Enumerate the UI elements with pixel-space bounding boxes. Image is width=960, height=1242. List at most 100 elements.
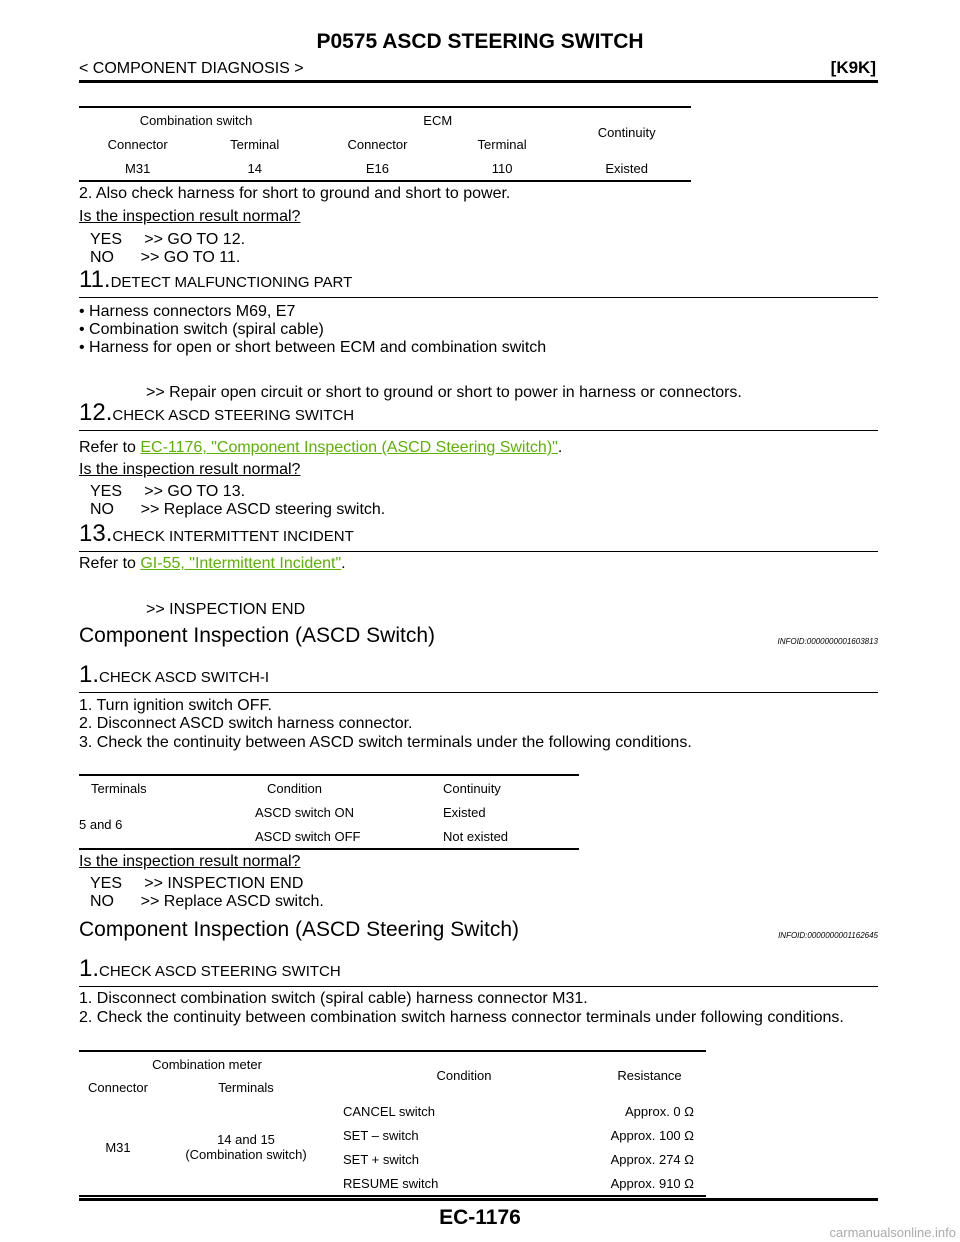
action-text: >> INSPECTION END bbox=[146, 601, 306, 618]
period: . bbox=[557, 439, 563, 456]
table-row: ASCD switch OFF Not existed bbox=[79, 824, 579, 848]
table-header: Connector bbox=[347, 137, 408, 152]
table-header: Continuity bbox=[597, 125, 656, 140]
step-number: 13. bbox=[79, 520, 113, 547]
table-header: Terminals bbox=[218, 1080, 274, 1095]
page-number: EC-1176 bbox=[439, 1206, 521, 1229]
step-number: 1. bbox=[79, 661, 100, 688]
step-title: CHECK ASCD STEERING SWITCH bbox=[112, 407, 355, 424]
page-title: P0575 ASCD STEERING SWITCH bbox=[316, 30, 644, 53]
step-heading-ci1: 1.CHECK ASCD SWITCH-I bbox=[79, 661, 269, 689]
terminals-line: (Combination switch) bbox=[185, 1147, 307, 1162]
reference-line: Refer to EC-1176, "Component Inspection … bbox=[79, 438, 562, 457]
no-branch: NO >> Replace ASCD steering switch. bbox=[90, 501, 386, 518]
terminals-line: 14 and 15 bbox=[217, 1132, 275, 1147]
table-cell: 5 and 6 bbox=[79, 816, 123, 832]
step-rule bbox=[79, 297, 878, 298]
table-cell: Not existed bbox=[443, 828, 509, 844]
table-row: M31 14 and 15 (Combination switch) CANCE… bbox=[79, 1099, 706, 1163]
table-cell: Existed bbox=[443, 804, 486, 820]
no-branch: NO >> Replace ASCD switch. bbox=[90, 893, 324, 910]
model-code: [K9K] bbox=[830, 58, 876, 77]
step-heading-11: 11.DETECT MALFUNCTIONING PART bbox=[79, 266, 352, 294]
table-cell: 14 bbox=[247, 161, 262, 176]
instruction-step: 1. Turn ignition switch OFF. bbox=[79, 697, 272, 714]
table-header: Resistance bbox=[617, 1068, 682, 1083]
instruction-step: 3. Check the continuity between ASCD swi… bbox=[79, 734, 692, 751]
table-header: Connector bbox=[88, 1080, 148, 1095]
step-title: CHECK INTERMITTENT INCIDENT bbox=[112, 528, 354, 545]
step-heading-13: 13.CHECK INTERMITTENT INCIDENT bbox=[79, 520, 354, 548]
continuity-table-ecm: Combination switch ECM Continuity Connec… bbox=[79, 106, 691, 182]
section-heading: Component Inspection (ASCD Steering Swit… bbox=[79, 918, 520, 941]
refer-label: Refer to bbox=[79, 439, 141, 456]
instruction-step: 1. Disconnect combination switch (spiral… bbox=[79, 990, 588, 1007]
yes-branch: YES >> GO TO 12. bbox=[90, 231, 246, 248]
reference-line: Refer to GI-55, "Intermittent Incident". bbox=[79, 554, 346, 573]
table-cell: Approx. 274 Ω bbox=[610, 1151, 694, 1167]
step-rule bbox=[79, 430, 878, 431]
refer-label: Refer to bbox=[79, 555, 141, 572]
result-question: Is the inspection result normal? bbox=[79, 461, 301, 478]
table-header: Combination meter bbox=[152, 1056, 262, 1072]
instruction-step: 2. Also check harness for short to groun… bbox=[79, 185, 511, 202]
list-item: • Combination switch (spiral cable) bbox=[79, 321, 324, 338]
step-number: 12. bbox=[79, 399, 113, 426]
table-cell: ASCD switch OFF bbox=[255, 828, 361, 844]
result-question: Is the inspection result normal? bbox=[79, 208, 301, 225]
step-number: 11. bbox=[79, 266, 111, 293]
step-rule bbox=[79, 986, 878, 987]
section-heading: Component Inspection (ASCD Switch) bbox=[79, 624, 435, 647]
section-label: < COMPONENT DIAGNOSIS > bbox=[79, 60, 304, 77]
table-cell: Existed bbox=[605, 161, 648, 176]
action-text: >> Repair open circuit or short to groun… bbox=[146, 384, 742, 401]
step-title: CHECK ASCD STEERING SWITCH bbox=[99, 963, 341, 980]
step-title: CHECK ASCD SWITCH-I bbox=[99, 669, 270, 686]
table-cell: RESUME switch bbox=[343, 1175, 439, 1191]
table-header: Condition bbox=[267, 780, 322, 796]
table-cell: SET + switch bbox=[343, 1151, 419, 1167]
table-cell: SET – switch bbox=[343, 1127, 419, 1143]
steering-switch-resistance-table: Combination meter Condition Resistance C… bbox=[79, 1050, 706, 1197]
step-title: DETECT MALFUNCTIONING PART bbox=[110, 274, 353, 291]
step-heading-12: 12.CHECK ASCD STEERING SWITCH bbox=[79, 399, 354, 427]
yes-branch: YES >> GO TO 13. bbox=[90, 483, 246, 500]
table-cell: ASCD switch ON bbox=[255, 804, 354, 820]
table-header: Terminal bbox=[477, 137, 527, 152]
table-cell: 14 and 15 (Combination switch) bbox=[157, 1099, 335, 1195]
info-id: INFOID:0000000001162645 bbox=[778, 931, 878, 940]
table-row: M31 14 E16 110 Existed bbox=[79, 157, 691, 180]
table-cell: Approx. 100 Ω bbox=[610, 1127, 694, 1143]
table-cell: E16 bbox=[365, 161, 390, 176]
instruction-step: 2. Check the continuity between combinat… bbox=[79, 1009, 844, 1026]
step-heading-ci2: 1.CHECK ASCD STEERING SWITCH bbox=[79, 955, 341, 983]
reference-link[interactable]: GI-55, "Intermittent Incident" bbox=[140, 555, 342, 572]
table-cell: CANCEL switch bbox=[343, 1103, 435, 1119]
reference-link[interactable]: EC-1176, "Component Inspection (ASCD Ste… bbox=[140, 439, 558, 456]
step-rule bbox=[79, 551, 878, 552]
header-rule bbox=[79, 80, 878, 83]
period: . bbox=[341, 555, 346, 572]
table-cell: M31 bbox=[125, 161, 151, 176]
table-header: Combination switch bbox=[139, 112, 253, 128]
footer-rule bbox=[79, 1198, 878, 1201]
table-cell: M31 bbox=[105, 1139, 131, 1155]
table-cell: 110 bbox=[491, 161, 513, 176]
result-question: Is the inspection result normal? bbox=[79, 853, 301, 870]
instruction-step: 2. Disconnect ASCD switch harness connec… bbox=[79, 715, 413, 732]
list-item: • Harness for open or short between ECM … bbox=[79, 339, 547, 356]
table-header: Condition bbox=[436, 1068, 492, 1083]
table-row: SET – switch Approx. 100 Ω bbox=[79, 1123, 706, 1147]
info-id: INFOID:0000000001603813 bbox=[777, 637, 878, 646]
yes-branch: YES >> INSPECTION END bbox=[90, 875, 304, 892]
table-header: ECM bbox=[423, 112, 453, 128]
table-header: Terminal bbox=[230, 137, 280, 152]
table-row: SET + switch Approx. 274 Ω bbox=[79, 1147, 706, 1171]
table-row: RESUME switch Approx. 910 Ω bbox=[79, 1171, 706, 1195]
step-rule bbox=[79, 692, 878, 693]
table-header: Connector bbox=[107, 137, 168, 152]
table-cell: Approx. 910 Ω bbox=[610, 1175, 694, 1191]
table-cell: Approx. 0 Ω bbox=[625, 1103, 694, 1119]
no-branch: NO >> GO TO 11. bbox=[90, 249, 241, 266]
watermark: carmanualsonline.info bbox=[829, 1225, 956, 1240]
